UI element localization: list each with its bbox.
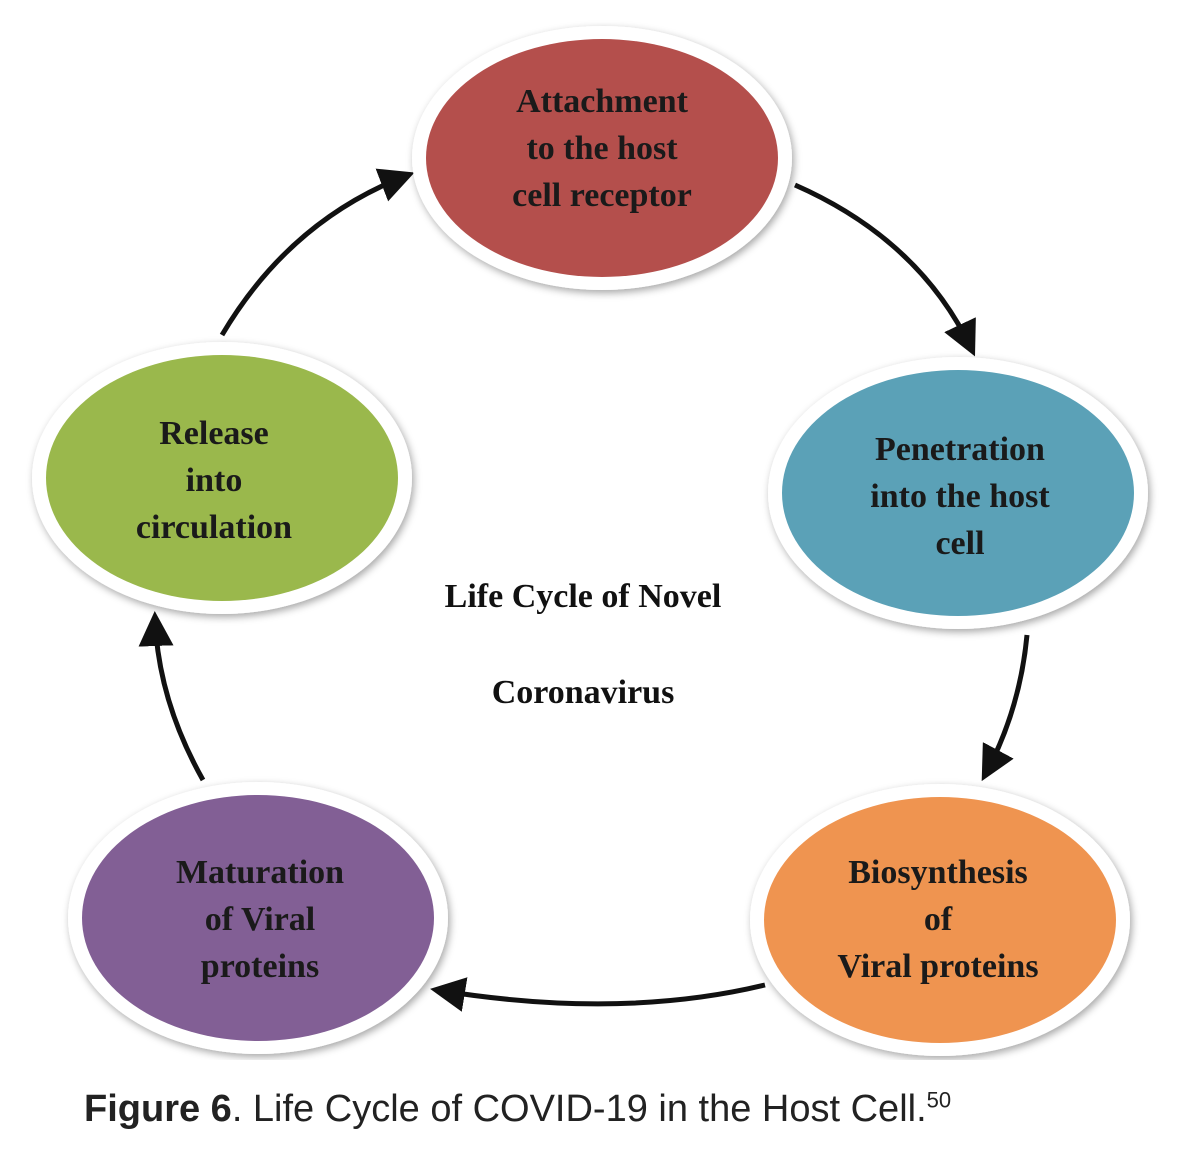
node-maturation-line-1: Maturation <box>176 854 344 891</box>
arrow-attachment-to-penetration <box>793 182 976 357</box>
node-release-line-1: Release <box>159 415 269 452</box>
node-maturation-line-2: of Viral <box>205 901 315 938</box>
node-attachment-line-2: to the host <box>526 130 678 167</box>
node-release: Release into circulation <box>32 342 412 614</box>
node-penetration-ellipse <box>782 370 1134 616</box>
arrow-penetration-to-biosynthesis <box>981 634 1030 782</box>
arrow-release-to-attachment <box>219 168 415 337</box>
center-title-line-1: Life Cycle of Novel <box>445 578 722 615</box>
node-attachment-ellipse <box>426 39 778 277</box>
node-penetration-line-3: cell <box>935 525 984 562</box>
node-release-ellipse <box>46 355 398 601</box>
node-release-line-2: into <box>186 462 243 499</box>
node-attachment-line-1: Attachment <box>516 83 689 120</box>
figure-caption-text: . Life Cycle of COVID-19 in the Host Cel… <box>231 1088 927 1130</box>
arrow-biosynthesis-to-maturation <box>430 977 766 1012</box>
node-attachment-line-3: cell receptor <box>512 177 692 214</box>
node-penetration: Penetration into the host cell <box>768 357 1148 629</box>
node-biosynthesis-line-1: Biosynthesis <box>848 854 1028 891</box>
cycle-arrows <box>138 168 1030 1012</box>
node-release-line-3: circulation <box>136 509 292 546</box>
node-maturation-ellipse <box>82 795 434 1041</box>
node-maturation-line-3: proteins <box>201 948 319 985</box>
node-penetration-line-2: into the host <box>870 478 1050 515</box>
figure-label: Figure 6 <box>84 1088 232 1130</box>
life-cycle-diagram: Attachment to the host cell receptor Pen… <box>32 26 1148 1056</box>
figure-reference: 50 <box>926 1087 952 1113</box>
arrow-maturation-to-release <box>138 611 206 782</box>
node-biosynthesis-line-3: Viral proteins <box>837 948 1038 985</box>
center-title-line-2: Coronavirus <box>492 674 675 711</box>
node-maturation: Maturation of Viral proteins <box>68 782 448 1054</box>
node-biosynthesis: Biosynthesis of Viral proteins <box>750 784 1130 1056</box>
node-penetration-line-1: Penetration <box>875 431 1045 468</box>
node-biosynthesis-ellipse <box>764 797 1116 1043</box>
node-attachment: Attachment to the host cell receptor <box>412 26 792 290</box>
figure-caption: Figure 6. Life Cycle of COVID-19 in the … <box>84 1088 951 1131</box>
node-biosynthesis-line-2: of <box>924 901 953 938</box>
